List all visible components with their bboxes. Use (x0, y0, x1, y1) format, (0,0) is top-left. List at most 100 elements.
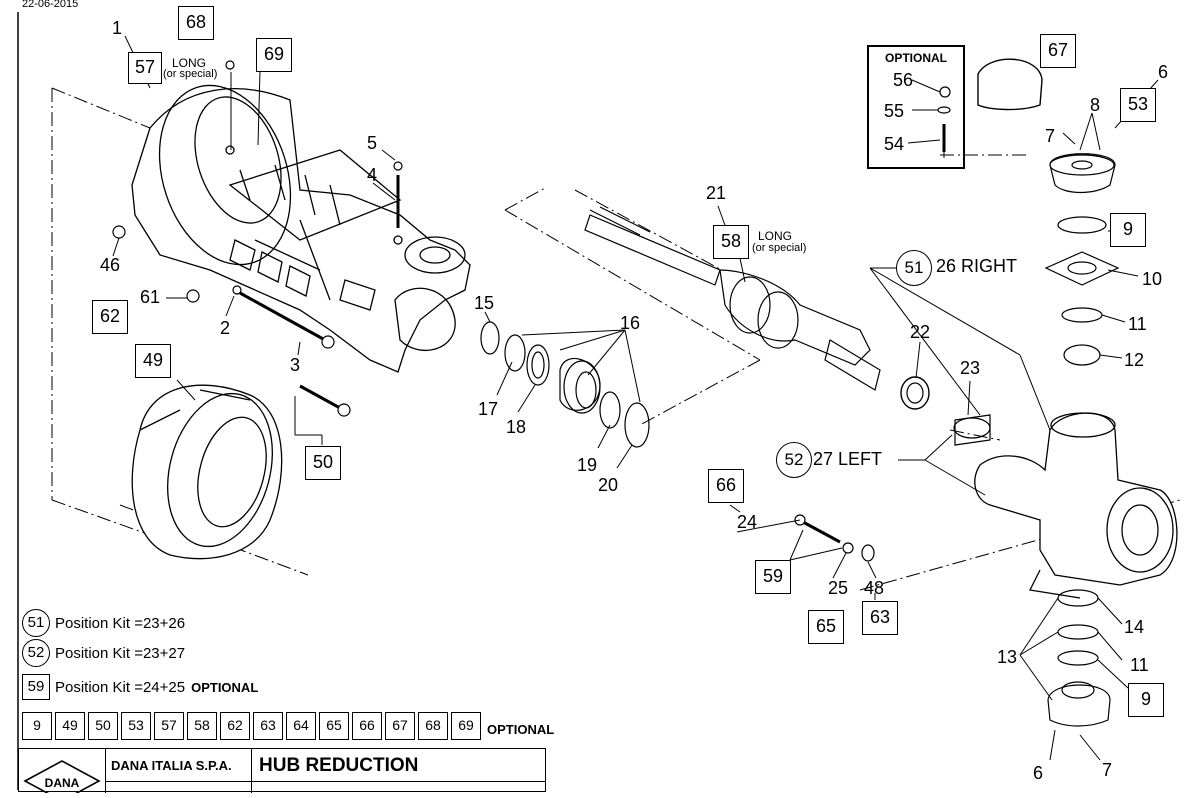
callout-15: 15 (474, 293, 495, 313)
title-separator (251, 749, 252, 793)
callout-27-left: 27 LEFT (813, 449, 883, 469)
callout-14: 14 (1124, 617, 1145, 637)
note-special-57: (or special) (163, 68, 218, 80)
title-block: DANA DANA ITALIA S.P.A. HUB REDUCTION (18, 748, 546, 798)
circled-51: 51 (896, 250, 932, 286)
kit-box: 69 (451, 712, 481, 740)
legend-kit-52-number: 52 (22, 639, 50, 667)
kit-box: 50 (88, 712, 118, 740)
callout-5: 5 (367, 133, 378, 153)
kit-box: 58 (187, 712, 217, 740)
callout-3: 3 (290, 355, 301, 375)
callout-55: 55 (884, 101, 905, 121)
ring-gear (131, 384, 283, 560)
boxed-50: 50 (305, 446, 341, 480)
kit-box: 62 (220, 712, 250, 740)
legend-kit-59-optional: OPTIONAL (191, 679, 259, 695)
legend-kit-52-text: Position Kit =23+27 (55, 644, 186, 662)
boxed-58: 58 (713, 225, 749, 259)
callout-12: 12 (1124, 350, 1145, 370)
boxed-53: 53 (1120, 88, 1156, 122)
callout-4: 4 (367, 165, 378, 185)
callout-23: 23 (960, 358, 981, 378)
legend-kit-51: 51 Position Kit =23+26 (22, 609, 185, 637)
kit-box: 67 (385, 712, 415, 740)
boxed-59: 59 (755, 560, 791, 594)
bearing-set (480, 321, 650, 448)
bolt-4 (393, 161, 403, 228)
callout-6-top: 6 (1158, 62, 1169, 82)
callout-25: 25 (828, 578, 849, 598)
boxed-68: 68 (178, 6, 214, 40)
callout-10: 10 (1142, 269, 1163, 289)
boxed-65: 65 (808, 610, 844, 644)
kit-box: 68 (418, 712, 448, 740)
callout-7-top: 7 (1045, 126, 1056, 146)
bolt-50 (299, 384, 351, 417)
callout-6-bottom: 6 (1033, 763, 1044, 783)
bolt-3 (232, 285, 335, 349)
note-long-57: LONG (172, 56, 207, 70)
callout-11-bottom: 11 (1130, 655, 1149, 675)
logo-text: DANA (45, 776, 80, 790)
circled-52: 52 (776, 442, 812, 478)
kit-box: 65 (319, 712, 349, 740)
boxed-57: 57 (128, 52, 162, 84)
callout-24: 24 (737, 512, 758, 532)
callout-11-top: 11 (1128, 314, 1147, 334)
axle-housing (131, 84, 471, 373)
boxed-63: 63 (862, 601, 898, 635)
note-long-58: LONG (758, 229, 793, 243)
title-divider (105, 781, 545, 782)
boxed-49: 49 (135, 344, 171, 378)
callout-16: 16 (620, 313, 641, 333)
kit-box: 66 (352, 712, 382, 740)
kit-box: 63 (253, 712, 283, 740)
company-name: DANA ITALIA S.P.A. (111, 758, 232, 773)
callout-18: 18 (506, 417, 527, 437)
callout-1: 1 (112, 18, 123, 38)
axle-shaft (584, 206, 881, 391)
legend-kit-59-number: 59 (22, 674, 50, 700)
callout-2: 2 (220, 318, 231, 338)
callout-7-bottom: 7 (1102, 760, 1113, 780)
legend-kit-51-text: Position Kit =23+26 (55, 614, 186, 632)
kits-optional-label: OPTIONAL (487, 721, 555, 737)
boxed-69: 69 (256, 38, 292, 72)
kit-box: 53 (121, 712, 151, 740)
legend-kit-59: 59 Position Kit =24+25 OPTIONAL (22, 674, 258, 700)
callout-13: 13 (997, 647, 1018, 667)
kit-box: 9 (22, 712, 52, 740)
note-special-58: (or special) (752, 242, 807, 254)
drawing-date: 22-06-2015 (22, 0, 79, 10)
callout-20: 20 (598, 475, 619, 495)
kit-box: 49 (55, 712, 85, 740)
steering-knuckle (974, 412, 1178, 599)
callout-61: 61 (140, 287, 161, 307)
callout-22: 22 (910, 322, 931, 342)
callout-54: 54 (884, 134, 905, 154)
callout-26-right: 26 RIGHT (936, 256, 1018, 276)
callout-56: 56 (893, 70, 914, 90)
kit-box: 57 (154, 712, 184, 740)
callout-48: 48 (864, 578, 885, 598)
optional-items-box: OPTIONAL (867, 45, 965, 169)
callout-46: 46 (100, 255, 121, 275)
dana-logo: DANA (19, 749, 106, 798)
callout-21: 21 (706, 183, 727, 203)
drawing-title: HUB REDUCTION (259, 755, 419, 776)
legend-kit-52: 52 Position Kit =23+27 (22, 639, 185, 667)
optional-box-title: OPTIONAL (885, 51, 947, 65)
optional-kits-row: 9 49 50 53 57 58 62 63 64 65 66 67 68 69… (22, 712, 554, 740)
kingpin-bottom (1047, 589, 1111, 727)
boxed-9-top: 9 (1110, 213, 1146, 247)
boxed-66: 66 (708, 469, 744, 503)
kingpin-top (1044, 153, 1120, 366)
callout-17: 17 (478, 399, 499, 419)
kit-box: 64 (286, 712, 316, 740)
callout-19: 19 (577, 455, 598, 475)
callout-8: 8 (1090, 95, 1101, 115)
boxed-9-bottom: 9 (1128, 683, 1164, 717)
